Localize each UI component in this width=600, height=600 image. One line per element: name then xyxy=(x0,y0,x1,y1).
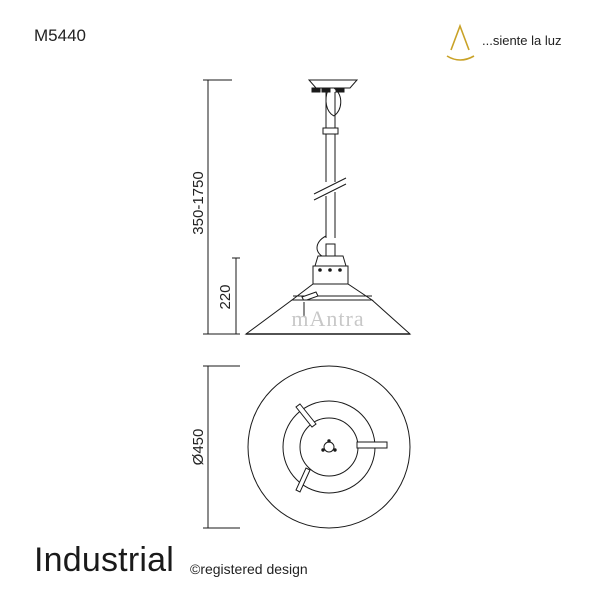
suspension-rod xyxy=(313,92,347,238)
brand-block: ...siente la luz xyxy=(444,20,584,64)
socket-housing xyxy=(312,243,349,285)
clamp-right xyxy=(356,441,388,449)
registered-design-note: ©registered design xyxy=(190,561,308,577)
dimension-diameter xyxy=(203,365,240,529)
shade-height-label: 220 xyxy=(217,284,234,309)
cable-loop-top-inner xyxy=(325,89,335,117)
cable-loop-bottom xyxy=(316,235,327,259)
clamp-top xyxy=(295,403,317,428)
ceiling-canopy xyxy=(307,79,359,93)
dimension-height-range xyxy=(203,79,240,335)
clamp-bottom xyxy=(295,467,311,493)
plan-view xyxy=(247,365,411,529)
mantra-logo-icon xyxy=(446,23,475,61)
shade-cone xyxy=(244,299,412,335)
cable-loop-top xyxy=(333,87,342,117)
collection-name: Industrial xyxy=(34,541,174,579)
dimension-shade-height xyxy=(232,257,240,334)
slogan: ...siente la luz xyxy=(482,33,562,48)
watermark: mAntra xyxy=(291,306,364,331)
diameter-label: Ø450 xyxy=(190,429,207,466)
height-range-label: 350-1750 xyxy=(190,171,207,234)
model-code: M5440 xyxy=(34,26,86,45)
